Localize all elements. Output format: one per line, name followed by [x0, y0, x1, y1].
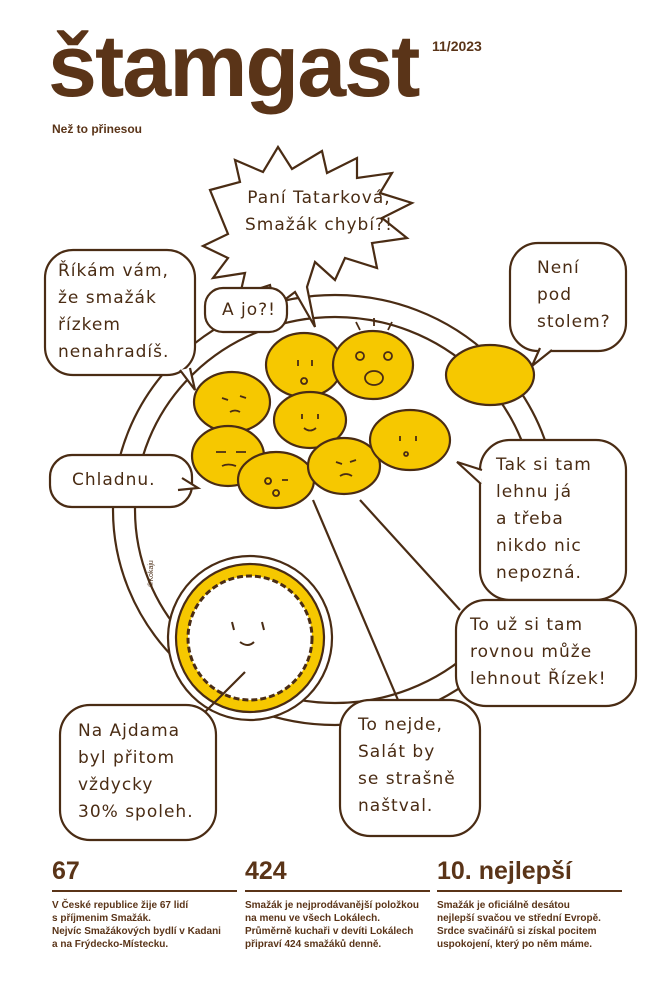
artist-signature: ©Kokaju [147, 560, 155, 587]
stat-text: Smažák je oficiálně desátou nejlepší sva… [437, 900, 601, 950]
stat-divider [245, 890, 430, 892]
fried-cheese [236, 450, 316, 510]
stat-column-ranking: 10. nejlepší Smažák je oficiálně desátou… [437, 856, 622, 951]
stat-text: Smažák je nejprodávanější položkou na me… [245, 900, 419, 950]
cheese-faces [216, 318, 417, 497]
issue-number: 11/2023 [432, 38, 482, 54]
bubble-salat-text: To nejde, Salát by se strašně naštval. [358, 715, 456, 816]
stat-number: 424 [245, 857, 287, 885]
fried-cheese [368, 408, 452, 472]
fried-cheese [264, 331, 344, 399]
bubble-rizek [43, 248, 197, 377]
bubble-ajo [203, 286, 289, 334]
bubble-stolem-text: Není pod stolem? [537, 258, 611, 332]
bubble-rizek-text: Říkám vám, že smažák řízkem nenahradíš. [58, 261, 170, 362]
fried-cheese [272, 390, 348, 450]
bubble-salat [338, 698, 482, 838]
shout-text: Paní Tatarková, Smažák chybí?! [245, 188, 393, 235]
fried-cheese-hiding [444, 343, 536, 407]
fried-cheese [306, 436, 382, 496]
stat-column-sales: 424 Smažák je nejprodávanější položkou n… [245, 856, 430, 951]
magazine-logo: štamgast [48, 16, 420, 115]
bubble-ajdama [58, 703, 218, 842]
bubble-stolem [508, 241, 628, 353]
stat-column-surname: 67 V České republice žije 67 lidí s příj… [52, 856, 237, 951]
stat-text: V České republice žije 67 lidí s příjmen… [52, 900, 221, 950]
tartar-sauce [186, 574, 314, 702]
bubble-chladnu [48, 453, 194, 509]
bubble-rovnou [454, 598, 638, 708]
fried-cheese [192, 370, 272, 434]
sauce-face [231, 621, 265, 646]
fried-cheese-shouting [331, 329, 415, 401]
section-tagline: Než to přinesou [52, 122, 143, 136]
bubble-rovnou-text: To už si tam rovnou může lehnout Řízek! [470, 615, 607, 689]
bubble-lehnu-text: Tak si tam lehnu já a třeba nikdo nic ne… [496, 455, 592, 583]
stat-number: 67 [52, 857, 80, 885]
shout-burst [200, 144, 415, 328]
bubble-chladnu-text: Chladnu. [72, 470, 156, 490]
fried-cheese-pieces [190, 329, 536, 510]
stat-divider [52, 890, 237, 892]
bubble-ajo-text: A jo?! [222, 300, 276, 320]
bubble-ajdama-text: Na Ajdama byl přitom vždycky 30% spoleh. [78, 721, 194, 822]
stat-number: 10. nejlepší [437, 857, 572, 885]
speech-bubbles [43, 144, 638, 842]
stat-divider [437, 890, 622, 892]
